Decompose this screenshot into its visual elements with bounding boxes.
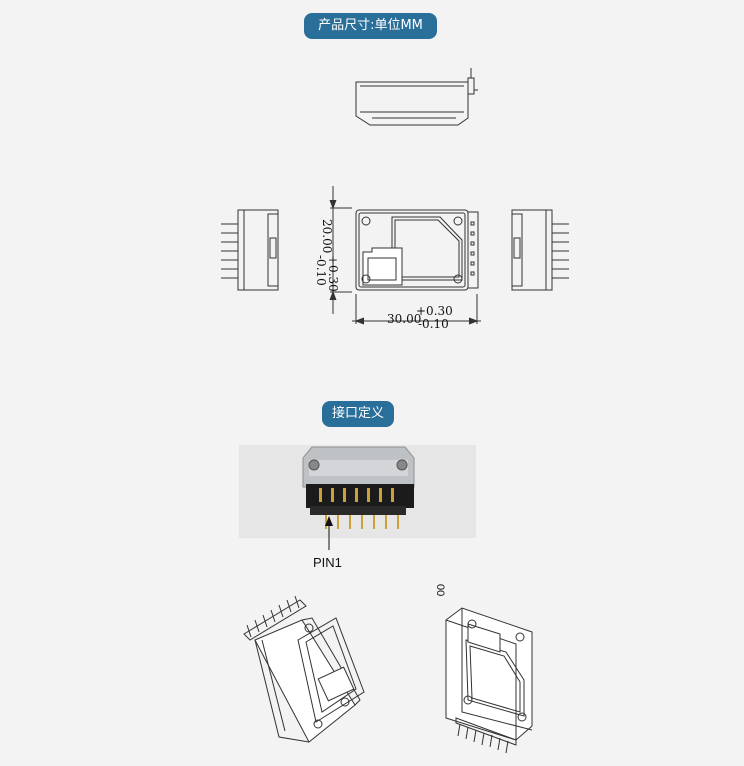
width-value: 30.00 — [387, 312, 421, 326]
height-dimension-label: 20.00 +0.30 -0.10 — [314, 219, 340, 292]
right-side-view-drawing — [511, 209, 569, 291]
section-title-size: 产品尺寸:单位MM — [304, 13, 437, 39]
top-view-drawing — [355, 68, 478, 126]
connector-photo — [239, 445, 476, 538]
iso-label: 00 — [434, 584, 446, 596]
height-tolerance-minus: -0.10 — [314, 255, 328, 286]
isometric-view-left — [243, 595, 365, 743]
width-dimension-line — [352, 294, 481, 325]
pin1-pointer — [325, 516, 333, 550]
front-view-drawing — [355, 209, 479, 291]
width-tolerance-plus: +0.30 — [416, 304, 453, 318]
pin1-label: PIN1 — [313, 555, 342, 570]
left-side-view-drawing — [221, 209, 279, 291]
width-tolerance-minus: -0.10 — [418, 317, 449, 331]
width-dimension-label: 30.00 +0.30 -0.10 — [387, 304, 453, 331]
isometric-view-right — [445, 607, 533, 754]
height-value: 20.00 — [320, 219, 334, 253]
height-tolerance-plus: +0.30 — [326, 255, 340, 292]
section-title-interface: 接口定义 — [322, 401, 394, 427]
height-dimension-line — [329, 186, 352, 314]
